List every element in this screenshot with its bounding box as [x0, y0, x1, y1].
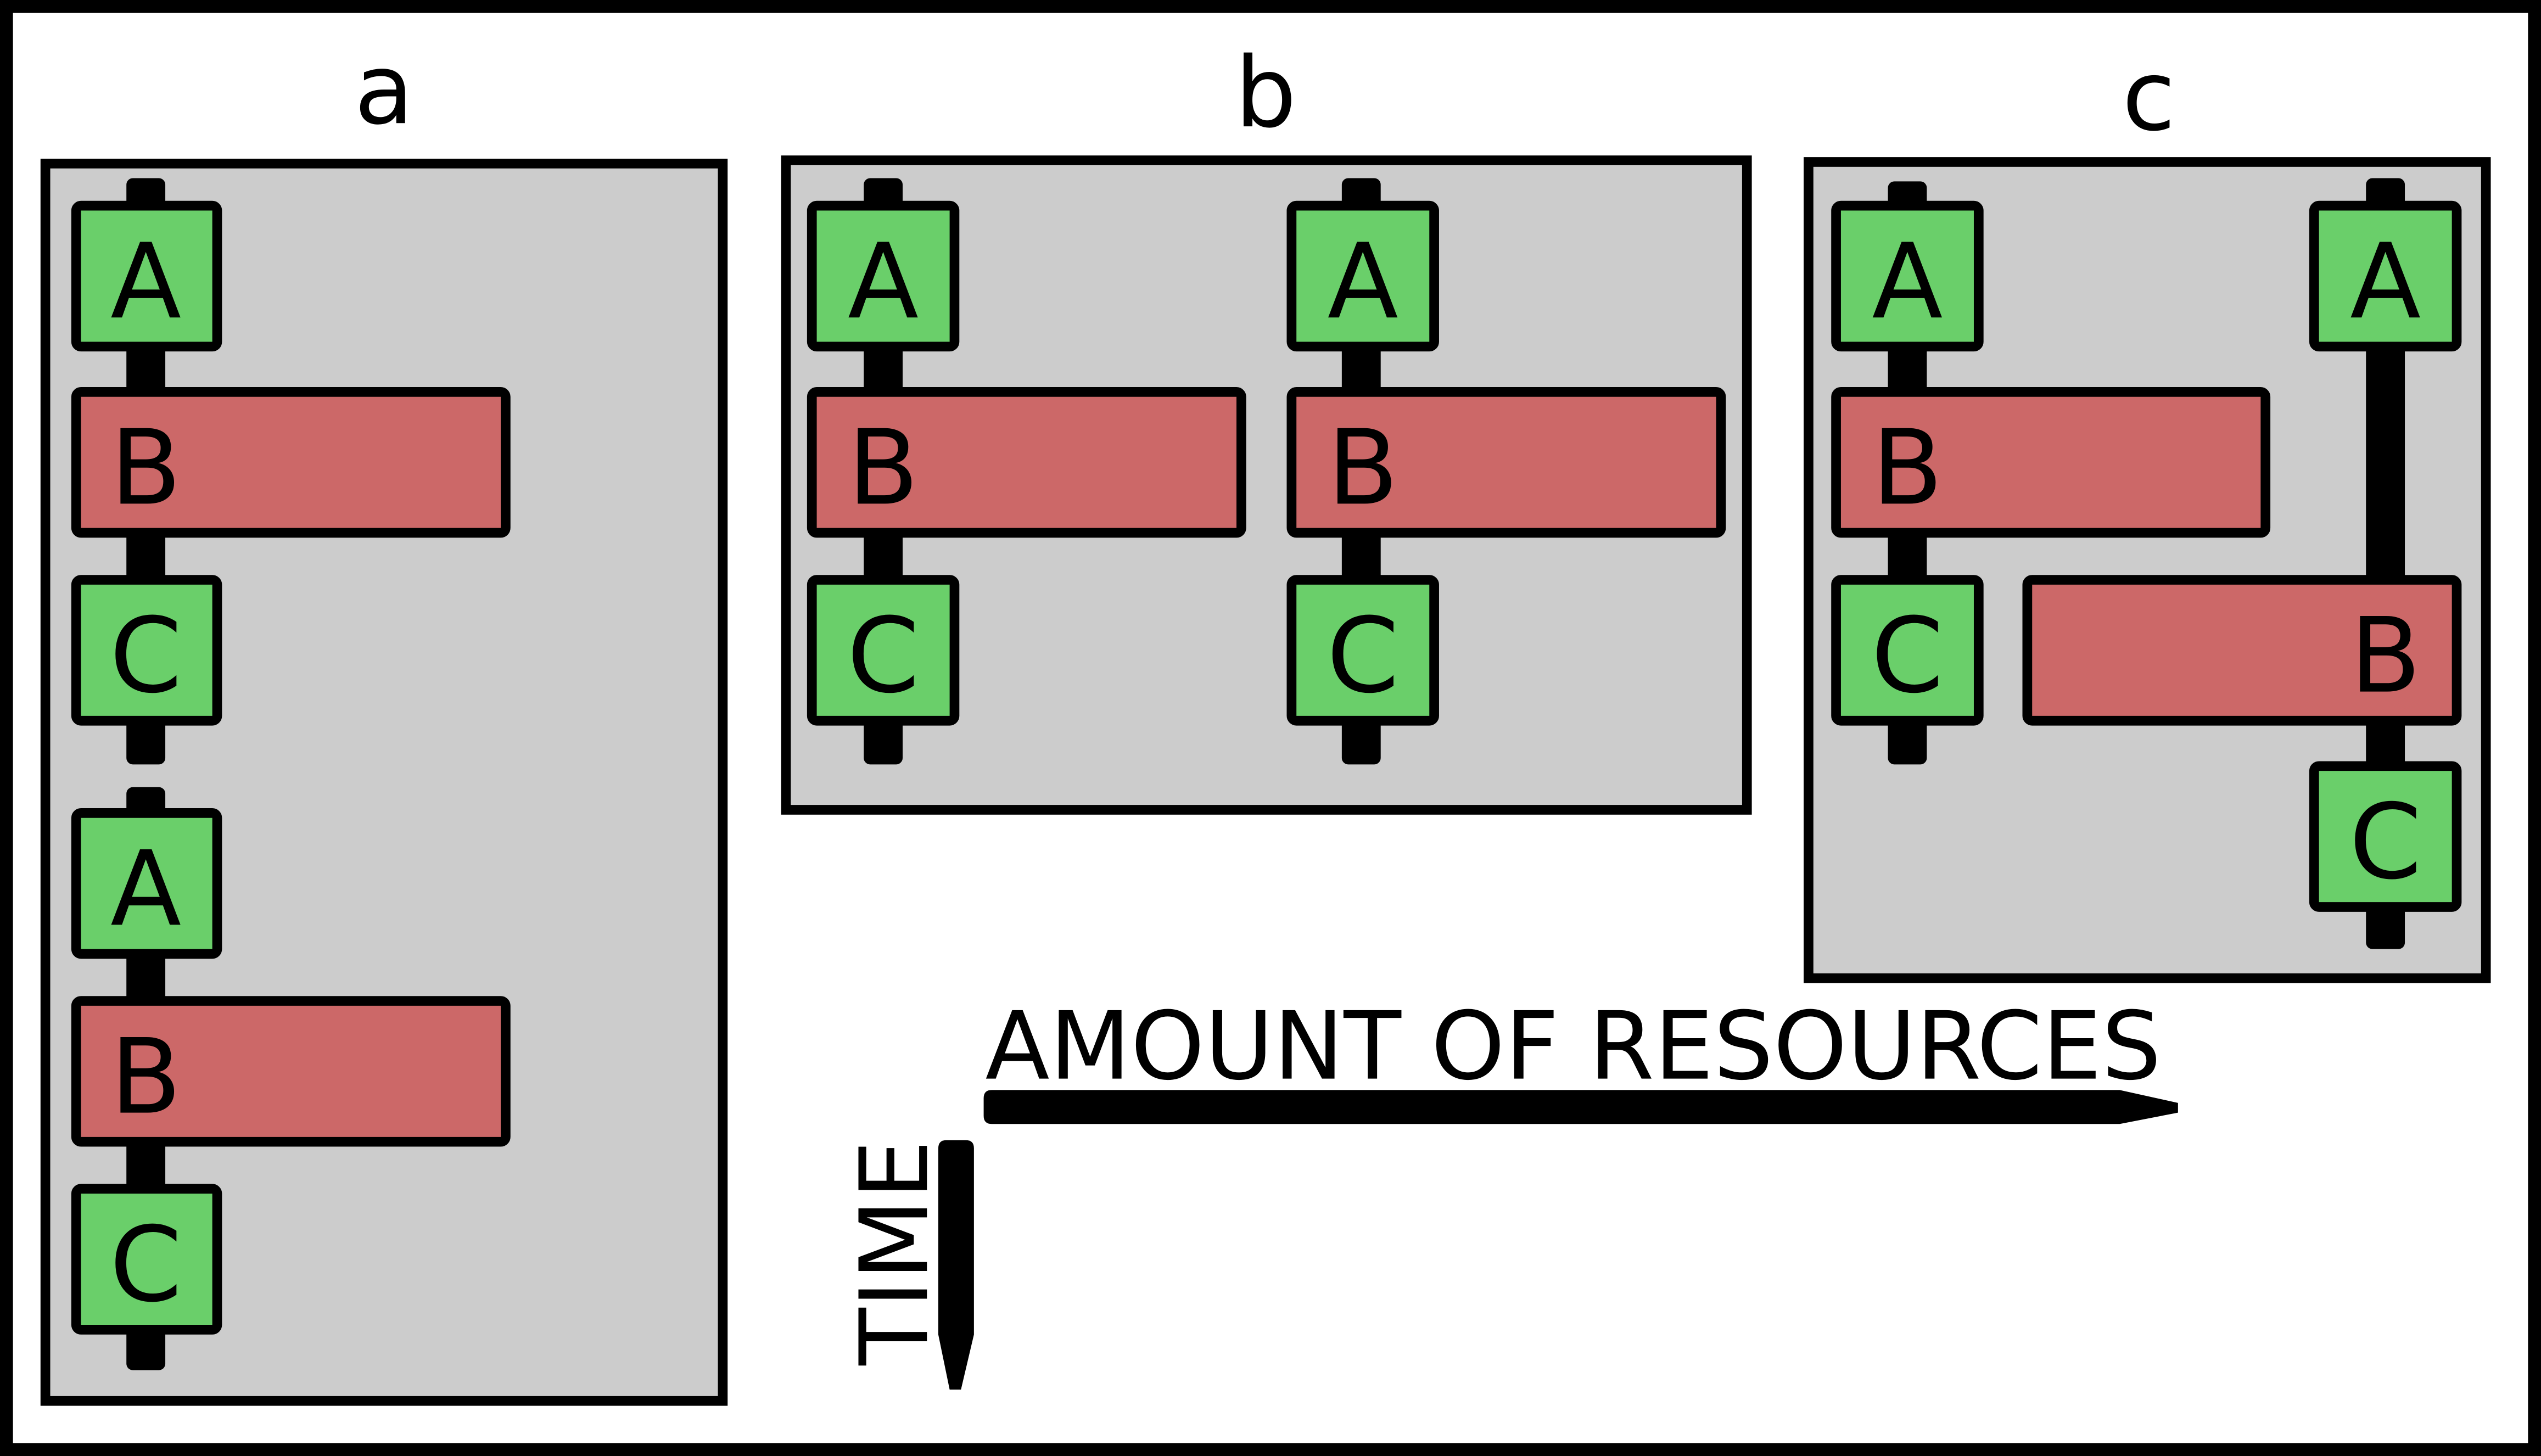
panel-b: b A B C A B C: [781, 36, 1752, 815]
svg-text:B: B: [1327, 407, 1398, 528]
panel-a-task-a-1: A: [71, 200, 222, 352]
svg-text:C: C: [110, 1205, 182, 1325]
svg-text:A: A: [110, 828, 181, 949]
svg-text:C: C: [2349, 782, 2422, 903]
svg-text:C: C: [1327, 596, 1399, 716]
panel-a-task-a-2: A: [71, 808, 222, 959]
panel-c-task-b-1: B: [1831, 387, 2271, 538]
svg-text:B: B: [110, 1017, 182, 1138]
panel-a-task-b-2: B: [71, 996, 511, 1147]
resources-axis-label: AMOUNT OF RESOURCES: [986, 992, 2162, 1101]
svg-text:B: B: [1872, 407, 1943, 528]
svg-text:A: A: [1328, 221, 1398, 342]
resources-axis-arrow: [983, 1090, 2178, 1124]
panel-b-task-a-1: A: [807, 200, 960, 352]
panel-c-task-c-1: C: [1831, 575, 1984, 726]
panel-b-title: b: [1235, 36, 1296, 149]
panel-a-task-c-1: C: [71, 575, 222, 726]
panel-c-task-b-2: B: [2022, 575, 2462, 726]
svg-text:C: C: [847, 596, 920, 716]
panel-b-task-b-1: B: [807, 387, 1246, 538]
svg-text:A: A: [1872, 221, 1943, 342]
svg-text:A: A: [2350, 221, 2421, 342]
panel-a-title: a: [354, 33, 414, 146]
panel-a-task-b-1: B: [71, 387, 511, 538]
panel-c-task-c-2: C: [2309, 761, 2462, 912]
panel-c-timeline-2: [2366, 178, 2405, 949]
panel-b-task-b-2: B: [1286, 387, 1726, 538]
svg-text:C: C: [1871, 596, 1944, 716]
panel-c: c A B C A B C: [1804, 40, 2491, 983]
time-axis-arrow: [938, 1140, 974, 1390]
axis-legend: AMOUNT OF RESOURCES TIME: [840, 992, 2178, 1390]
panel-c-task-a-1: A: [1831, 200, 1984, 352]
svg-text:B: B: [110, 407, 182, 528]
panel-b-task-c-2: C: [1286, 575, 1439, 726]
panel-c-title: c: [2122, 40, 2175, 153]
panel-a-task-c-2: C: [71, 1184, 222, 1335]
svg-text:A: A: [110, 221, 181, 342]
svg-text:C: C: [110, 596, 182, 716]
time-axis-label: TIME: [840, 1140, 949, 1366]
panel-c-task-a-2: A: [2309, 200, 2462, 352]
svg-text:B: B: [2350, 596, 2421, 716]
panel-b-task-c-1: C: [807, 575, 960, 726]
panel-a: a A B C A B C: [40, 33, 728, 1406]
svg-text:B: B: [848, 407, 919, 528]
svg-text:A: A: [848, 221, 919, 342]
panel-b-task-a-2: A: [1286, 200, 1439, 352]
